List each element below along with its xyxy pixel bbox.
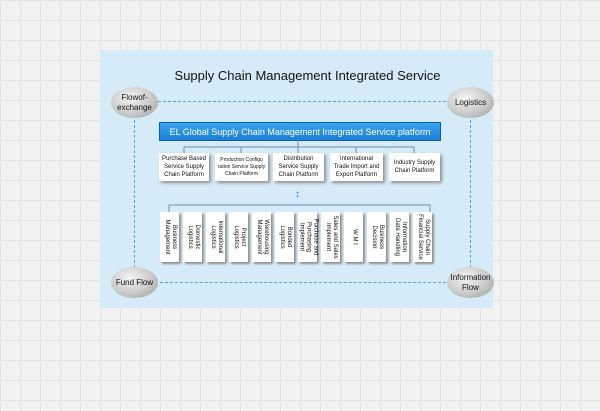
- platform-international-trade-label: International Trade Import and Export Pl…: [333, 156, 380, 178]
- diagram-title: Supply Chain Management Integrated Servi…: [174, 68, 441, 83]
- service-domestic-logistics-label: Domestic Logistics: [186, 224, 200, 250]
- corner-logistics: Logistics: [447, 87, 494, 118]
- service-domestic-logistics: Domestic Logistics: [183, 212, 202, 262]
- service-sales-implement: Sales and Sales Implement: [321, 212, 340, 262]
- platform-purchase-based-label: Purchase Based Service Supply Chain Plat…: [161, 156, 207, 178]
- service-project-logistics-label: Project Logistics: [232, 225, 246, 249]
- corner-information-flow: Information Flow: [447, 267, 494, 298]
- corner-information-flow-label: Information Flow: [450, 272, 491, 292]
- corner-flow-of-exchange: Flowof- exchange: [111, 87, 158, 118]
- platform-distribution-label: Distribution Service Supply Chain Platfo…: [278, 156, 319, 178]
- platform-international-trade: International Trade Import and Export Pl…: [330, 153, 383, 181]
- service-purchase-implement: Purchase and Purchasing Implement: [298, 212, 318, 262]
- service-wmi-label: W M I: [351, 229, 357, 245]
- service-business-decision-label: Business Decision: [370, 224, 384, 250]
- service-information-data-handling: Information Data Handling: [390, 212, 409, 262]
- service-business-management-label: Business Management: [163, 219, 177, 255]
- service-business-decision: Business Decision: [367, 212, 386, 262]
- service-international-logistics-label: International Logistics: [209, 220, 223, 254]
- corner-fund-flow-label: Fund Flow: [115, 277, 154, 287]
- service-project-logistics: Project Logistics: [229, 212, 248, 262]
- service-business-management: Business Management: [160, 212, 179, 262]
- right-dashed-connector: [470, 120, 471, 268]
- platform-industry-supply-chain-label: Industry Supply Chain Platform: [393, 160, 436, 174]
- service-purchase-implement-label: Purchase and Purchasing Implement: [298, 218, 318, 256]
- platform-industry-supply-chain: Industry Supply Chain Platform: [389, 153, 440, 181]
- platform-production-configuration: Production Configu ration Service Supply…: [215, 153, 268, 181]
- bottom-dashed-connector: [160, 282, 446, 283]
- service-warehousing-management-label: Warehousing Management: [255, 219, 269, 255]
- service-bonded-logistics: Bonded Logistics: [275, 212, 294, 262]
- service-sales-implement-label: Sales and Sales Implement: [324, 215, 338, 259]
- service-supply-chain-financial-label: Supply Chain Financial Service: [416, 214, 430, 260]
- platform-production-configuration-label: Production Configu ration Service Supply…: [217, 156, 266, 177]
- platform-distribution: Distribution Service Supply Chain Platfo…: [273, 153, 324, 181]
- service-supply-chain-financial: Supply Chain Financial Service: [413, 212, 432, 262]
- corner-logistics-label: Logistics: [454, 97, 487, 107]
- updown-arrow-icon: ↕: [295, 189, 300, 200]
- corner-fund-flow: Fund Flow: [111, 267, 158, 298]
- main-platform-bar: EL Global Supply Chain Management Integr…: [159, 122, 441, 141]
- left-dashed-connector: [134, 120, 135, 268]
- service-wmi: W M I: [344, 212, 363, 262]
- platform-purchase-based: Purchase Based Service Supply Chain Plat…: [159, 153, 209, 181]
- service-warehousing-management: Warehousing Management: [252, 212, 271, 262]
- corner-flow-of-exchange-label: Flowof- exchange: [117, 92, 152, 112]
- service-information-data-handling-label: Information Data Handling: [393, 217, 407, 257]
- service-bonded-logistics-label: Bonded Logistics: [278, 225, 292, 249]
- top-dashed-connector: [148, 101, 446, 102]
- service-international-logistics: International Logistics: [206, 212, 225, 262]
